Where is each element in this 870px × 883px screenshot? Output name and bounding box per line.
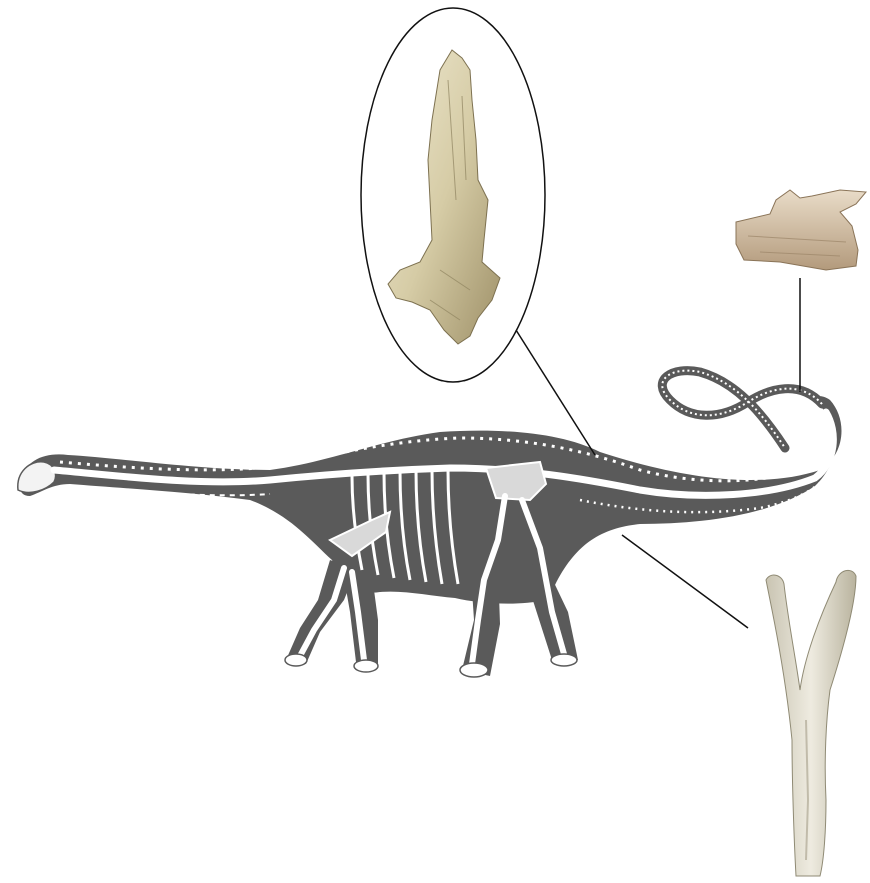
chevron-callout: [622, 535, 856, 876]
sauropod-silhouette: [18, 371, 842, 677]
chevron-bone-fossil-icon: [766, 570, 856, 876]
pelvis: [486, 462, 546, 500]
feet: [285, 654, 577, 677]
vertebra-fossil-icon: [388, 50, 500, 344]
caudal-centrum-fossil-icon: [736, 190, 866, 270]
chevron-pointer-line: [622, 535, 748, 628]
skull: [18, 462, 56, 493]
body-outline: [20, 396, 841, 603]
tail-loop: [662, 371, 822, 448]
vertebra-callout: [361, 8, 595, 455]
caudal-callout: [736, 190, 866, 392]
